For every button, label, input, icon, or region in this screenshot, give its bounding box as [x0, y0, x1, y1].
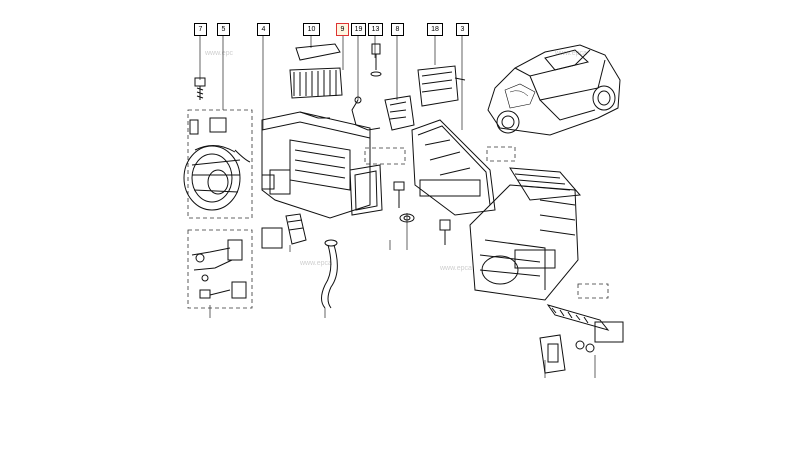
- blower-motor-group-box: [187, 109, 253, 219]
- watermark-group: www.epc www.epca www.epca www.epca: [204, 50, 587, 272]
- leader-lines: [199, 36, 596, 378]
- vehicle-illustration: [487, 44, 621, 136]
- callout-10[interactable]: 10: [303, 23, 320, 36]
- callout-8[interactable]: 8: [391, 23, 404, 36]
- ref-box-1: [486, 146, 516, 162]
- callout-9[interactable]: 9: [336, 23, 349, 36]
- evaporator-core: [289, 43, 343, 99]
- resistor-module: [384, 95, 415, 131]
- heater-pipes: [539, 304, 624, 374]
- heater-housing: [261, 111, 383, 219]
- watermark: www.epc: [204, 50, 234, 57]
- connector-group-box: [187, 229, 253, 309]
- callout-7[interactable]: 7: [194, 23, 207, 36]
- watermark: www.epca: [439, 265, 472, 272]
- bolt-7: [194, 77, 206, 100]
- watermark: www.epca: [299, 260, 332, 267]
- callout-3[interactable]: 3: [456, 23, 469, 36]
- callout-19[interactable]: 19: [351, 23, 366, 36]
- dashed-boxes: [187, 109, 609, 309]
- small-fittings: [261, 213, 307, 249]
- connector-harness: [191, 239, 247, 299]
- air-duct: [411, 119, 496, 216]
- ref-box-2: [364, 147, 406, 165]
- bolt-washer: [393, 181, 451, 245]
- callout-4[interactable]: 4: [257, 23, 270, 36]
- blower-motor: [183, 117, 251, 211]
- temperature-sensor: [351, 43, 382, 131]
- drain-hose: [321, 239, 338, 309]
- callout-13[interactable]: 13: [368, 23, 383, 36]
- callout-18[interactable]: 18: [427, 23, 443, 36]
- hvac-unit: [469, 167, 582, 301]
- control-module: [417, 65, 466, 107]
- watermark: www.epca: [554, 50, 587, 57]
- ref-box-3: [577, 283, 609, 299]
- callout-5[interactable]: 5: [217, 23, 230, 36]
